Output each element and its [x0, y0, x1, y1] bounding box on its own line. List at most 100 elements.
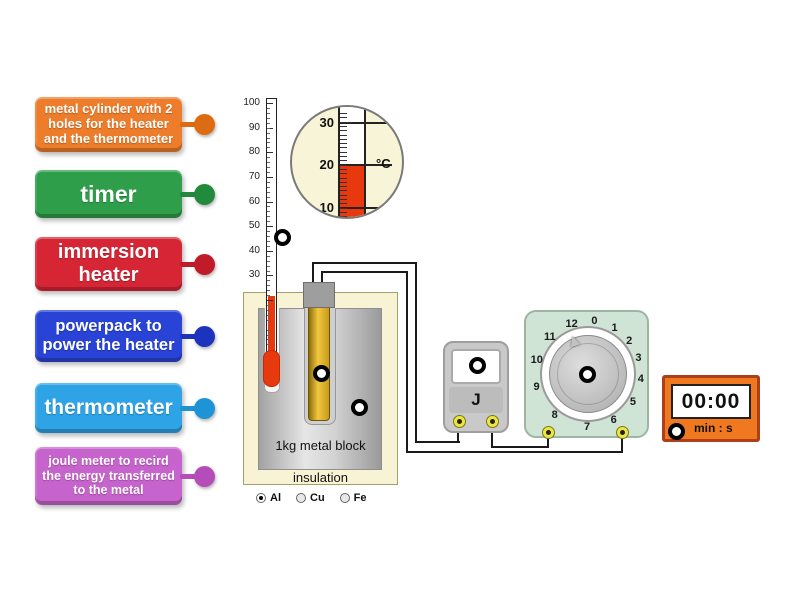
magnifier-tick: [340, 186, 347, 188]
label-connector-stem: [180, 405, 198, 411]
minor-tick: [267, 157, 270, 159]
radio-icon[interactable]: [256, 493, 266, 503]
major-tick: [267, 176, 273, 178]
minor-tick: [267, 117, 270, 119]
dial-number: 1: [611, 322, 618, 335]
minor-tick: [267, 231, 270, 233]
scale-number: 90: [248, 121, 260, 133]
dial-number: 11: [544, 331, 556, 344]
immersion-heater-rod: [308, 300, 330, 421]
joule-terminal-left: [453, 415, 466, 428]
label-connector-knob: [194, 114, 215, 135]
minor-tick: [267, 314, 270, 316]
magnifier-tick: [340, 216, 347, 217]
timer-display: 00:00: [671, 384, 751, 419]
material-label: Cu: [310, 492, 325, 504]
label-joule-meter[interactable]: joule meter to recird the energy transfe…: [35, 447, 215, 505]
major-tick: [267, 127, 273, 129]
material-radio-cu[interactable]: Cu: [296, 492, 325, 504]
drop-target[interactable]: [668, 423, 685, 440]
dial-number: 8: [551, 409, 558, 422]
magnifier-tick: [340, 211, 347, 213]
minor-tick: [267, 112, 270, 114]
material-label: Fe: [353, 492, 367, 504]
magnifier-tick: [340, 147, 347, 149]
dial-number: 9: [533, 380, 540, 393]
magnifier-tick: [340, 156, 347, 157]
label-text: metal cylinder with 2 holes for the heat…: [43, 101, 174, 146]
material-radio-al[interactable]: Al: [256, 492, 281, 504]
minor-tick: [267, 240, 270, 242]
magnifier-major-line: [338, 207, 392, 209]
magnifier-tick: [340, 203, 347, 205]
magnifier-tick: [340, 113, 347, 114]
label-immersion-heater[interactable]: immersion heater: [35, 237, 215, 291]
major-tick: [267, 152, 273, 154]
label-thermometer[interactable]: thermometer: [35, 383, 215, 433]
wire-segment: [406, 451, 623, 453]
drop-target[interactable]: [313, 365, 330, 382]
dial-number: 10: [530, 354, 543, 367]
wire-segment: [321, 271, 323, 283]
minor-tick: [267, 280, 270, 282]
dial-number: 7: [584, 420, 591, 433]
minor-tick: [267, 285, 270, 287]
minor-tick: [267, 132, 270, 134]
major-tick: [267, 226, 273, 228]
minor-tick: [267, 221, 270, 223]
label-text: thermometer: [44, 395, 173, 419]
magnifier-tick: [340, 117, 347, 119]
label-connector-stem: [180, 122, 198, 127]
magnifier-tick: [340, 173, 347, 175]
label-metal-cylinder[interactable]: metal cylinder with 2 holes for the heat…: [35, 97, 215, 152]
minor-tick: [267, 122, 270, 124]
minor-tick: [267, 137, 270, 139]
minor-tick: [267, 211, 270, 213]
joule-meter-display: [451, 349, 501, 384]
wire-segment: [406, 271, 408, 453]
radio-icon[interactable]: [296, 493, 306, 503]
powerpack-dial-inner: [557, 343, 619, 405]
minor-tick: [267, 255, 270, 257]
thermometer-bulb: [263, 350, 280, 387]
minor-tick: [267, 196, 270, 198]
drop-target[interactable]: [351, 399, 368, 416]
minor-tick: [267, 245, 270, 247]
magnifier-tick: [340, 164, 347, 166]
radio-selected-pip: [259, 496, 263, 500]
label-text: timer: [80, 180, 137, 207]
radio-icon[interactable]: [339, 493, 350, 503]
drop-target[interactable]: [579, 366, 596, 383]
major-tick: [267, 250, 273, 252]
magnifier-tick: [340, 125, 347, 127]
minor-tick: [267, 329, 270, 331]
drop-target[interactable]: [274, 229, 291, 246]
powerpack-terminal-left: [542, 426, 555, 439]
insulation-label: insulation: [293, 470, 348, 485]
material-radio-fe[interactable]: Fe: [339, 492, 367, 504]
magnifier-tick: [340, 130, 347, 132]
label-connector-knob: [194, 465, 215, 487]
minor-tick: [267, 319, 270, 321]
wire-segment: [491, 446, 549, 448]
wire-segment: [312, 262, 314, 283]
dial-number: 6: [610, 414, 617, 427]
magnifier-tick: [340, 168, 347, 170]
drop-target[interactable]: [469, 357, 486, 374]
joule-terminal-right: [486, 415, 499, 428]
magnifier-tick: [340, 194, 347, 196]
minor-tick: [267, 309, 270, 311]
dial-number: 4: [637, 372, 644, 385]
label-powerpack[interactable]: powerpack to power the heater: [35, 310, 215, 362]
material-label: Al: [270, 492, 281, 504]
label-text: immersion heater: [57, 241, 160, 286]
dial-number: 5: [629, 396, 636, 409]
scale-number: 40: [248, 244, 260, 256]
wire-segment: [457, 427, 459, 443]
label-timer[interactable]: timer: [35, 170, 215, 218]
minor-tick: [267, 304, 270, 306]
major-tick: [267, 201, 273, 203]
minor-tick: [267, 344, 270, 346]
